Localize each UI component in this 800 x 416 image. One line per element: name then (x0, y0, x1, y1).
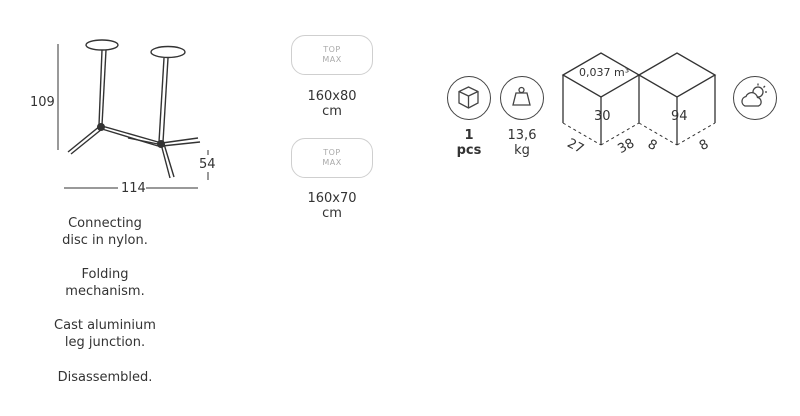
box2-height: 94 (671, 109, 688, 124)
feature-note: Disassembled. (57, 370, 153, 385)
dimension-lines (57, 44, 209, 189)
package-volume: 0,037 m³ (579, 66, 630, 79)
depth-dimension: 54 (199, 157, 216, 172)
weight-icon (500, 76, 544, 120)
packaging-boxes (561, 52, 717, 146)
box1-height: 30 (594, 109, 611, 124)
width-dimension: 114 (121, 181, 146, 196)
height-dimension: 109 (30, 95, 55, 110)
weather-icon (733, 76, 777, 120)
cube-icon (447, 76, 491, 120)
product-drawing (67, 39, 201, 179)
